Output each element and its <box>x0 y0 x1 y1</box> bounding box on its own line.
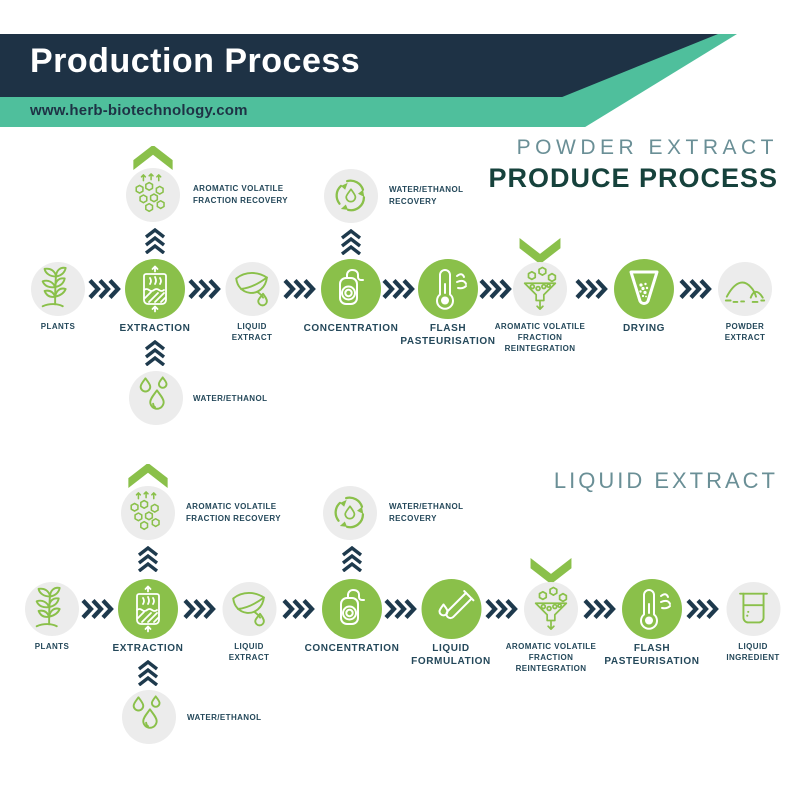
recycle-droplet-icon <box>327 490 373 536</box>
powder-section-heading: POWDER EXTRACT PRODUCE PROCESS <box>488 136 778 194</box>
extraction-vessel-icon <box>124 585 172 633</box>
step-liquid-extract-liquid: LIQUID EXTRACT <box>222 582 277 664</box>
recovery-up-arrow <box>131 146 175 170</box>
powder-pile-icon <box>722 266 768 312</box>
step-water-ethanol-liquid <box>122 690 176 750</box>
step-aromatic-reintegration-powder: AROMATIC VOLATILE FRACTION REINTEGRATION <box>488 262 592 354</box>
step-concentration-liquid: CONCENTRATION <box>292 579 412 656</box>
page-title: Production Process <box>30 42 361 80</box>
up-chevrons <box>341 546 363 572</box>
up-chevrons <box>144 228 166 254</box>
funnel-molecules-icon <box>528 586 574 632</box>
aromatic-recovery-label: AROMATIC VOLATILE FRACTION RECOVERY <box>186 502 281 523</box>
molecules-up-icon <box>125 490 171 536</box>
website-url: www.herb-biotechnology.com <box>30 102 248 119</box>
molecules-up-icon <box>130 172 176 218</box>
thermometer-steam-icon <box>628 585 676 633</box>
water-ethanol-label: WATER/ETHANOL <box>187 713 262 722</box>
recycle-droplet-icon <box>328 173 374 219</box>
recovery-up-arrow <box>126 464 170 488</box>
step-extraction-liquid: EXTRACTION <box>93 579 203 656</box>
powder-heading-line2: PRODUCE PROCESS <box>488 163 778 193</box>
flow-chevrons <box>188 279 222 299</box>
step-drying-powder: DRYING <box>604 259 684 336</box>
plant-icon <box>29 586 75 632</box>
step-aromatic-reintegration-liquid: AROMATIC VOLATILE FRACTION REINTEGRATION <box>499 582 603 674</box>
test-tube-icon <box>427 585 475 633</box>
beaker-icon <box>730 586 776 632</box>
water-ethanol-recovery-label: WATER/ETHANOL RECOVERY <box>389 502 464 523</box>
flow-chevrons <box>679 279 713 299</box>
evaporator-icon <box>328 585 376 633</box>
liquid-section-heading: LIQUID EXTRACT <box>554 468 778 494</box>
funnel-molecules-icon <box>517 266 563 312</box>
reintegration-down-arrow <box>528 558 574 583</box>
up-chevrons <box>137 660 159 686</box>
step-liquid-extract-powder: LIQUID EXTRACT <box>225 262 280 344</box>
liquid-heading-line1: LIQUID EXTRACT <box>553 468 778 493</box>
step-plants-powder: PLANTS <box>23 262 93 333</box>
extraction-vessel-icon <box>131 265 179 313</box>
evaporator-icon <box>327 265 375 313</box>
droplets-icon <box>133 375 179 421</box>
step-water-ethanol-recovery-liquid <box>323 486 377 546</box>
flow-chevrons <box>183 599 217 619</box>
reintegration-down-arrow <box>517 238 563 263</box>
step-liquid-formulation: LIQUID FORMULATION <box>404 579 499 668</box>
step-liquid-ingredient: LIQUID INGREDIENT <box>716 582 791 664</box>
aromatic-recovery-label: AROMATIC VOLATILE FRACTION RECOVERY <box>193 184 288 205</box>
step-water-ethanol-recovery-powder <box>324 169 378 229</box>
step-powder-extract: POWDER EXTRACT <box>715 262 775 344</box>
step-flash-pasteurisation-powder: FLASH PASTEURISATION <box>392 259 504 348</box>
up-chevrons <box>144 340 166 366</box>
thermometer-steam-icon <box>424 265 472 313</box>
step-aromatic-recovery-liquid <box>121 486 175 546</box>
water-ethanol-label: WATER/ETHANOL <box>193 394 268 403</box>
step-aromatic-recovery-powder <box>126 168 180 228</box>
powder-heading-line1: POWDER EXTRACT <box>516 136 778 159</box>
spray-dryer-icon <box>620 265 668 313</box>
up-chevrons <box>137 546 159 572</box>
step-plants-liquid: PLANTS <box>17 582 87 653</box>
step-extraction-powder: EXTRACTION <box>100 259 210 336</box>
step-flash-pasteurisation-liquid: FLASH PASTEURISATION <box>596 579 708 668</box>
leaf-droplet-icon <box>229 266 275 312</box>
plant-icon <box>35 266 81 312</box>
droplets-icon <box>126 694 172 740</box>
up-chevrons <box>340 229 362 255</box>
step-water-ethanol-powder <box>129 371 183 431</box>
water-ethanol-recovery-label: WATER/ETHANOL RECOVERY <box>389 185 464 206</box>
leaf-droplet-icon <box>226 586 272 632</box>
step-concentration-powder: CONCENTRATION <box>291 259 411 336</box>
